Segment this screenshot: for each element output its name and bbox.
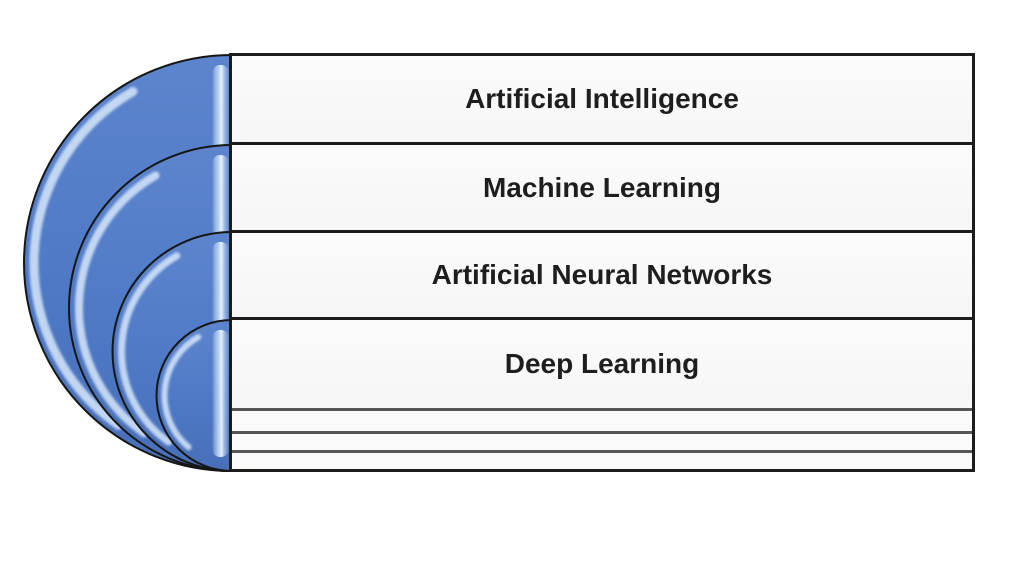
level-bar-stack: Artificial Intelligence Machine Learning…	[229, 53, 975, 472]
bar-artificial-neural-networks: Artificial Neural Networks	[232, 233, 972, 320]
bar-label-machine-learning: Machine Learning	[482, 171, 722, 203]
bar-label-artificial-neural-networks: Artificial Neural Networks	[431, 259, 773, 290]
empty-row	[232, 434, 972, 453]
ring-deep-learning	[155, 318, 233, 473]
bar-label-artificial-intelligence: Artificial Intelligence	[465, 83, 739, 114]
bar-machine-learning: Machine Learning	[232, 145, 972, 233]
bar-label-deep-learning: Deep Learning	[504, 348, 700, 379]
empty-row	[232, 411, 972, 434]
bar-deep-learning: Deep Learning	[232, 320, 972, 411]
empty-row	[232, 453, 972, 469]
bar-artificial-intelligence: Artificial Intelligence	[232, 56, 972, 145]
